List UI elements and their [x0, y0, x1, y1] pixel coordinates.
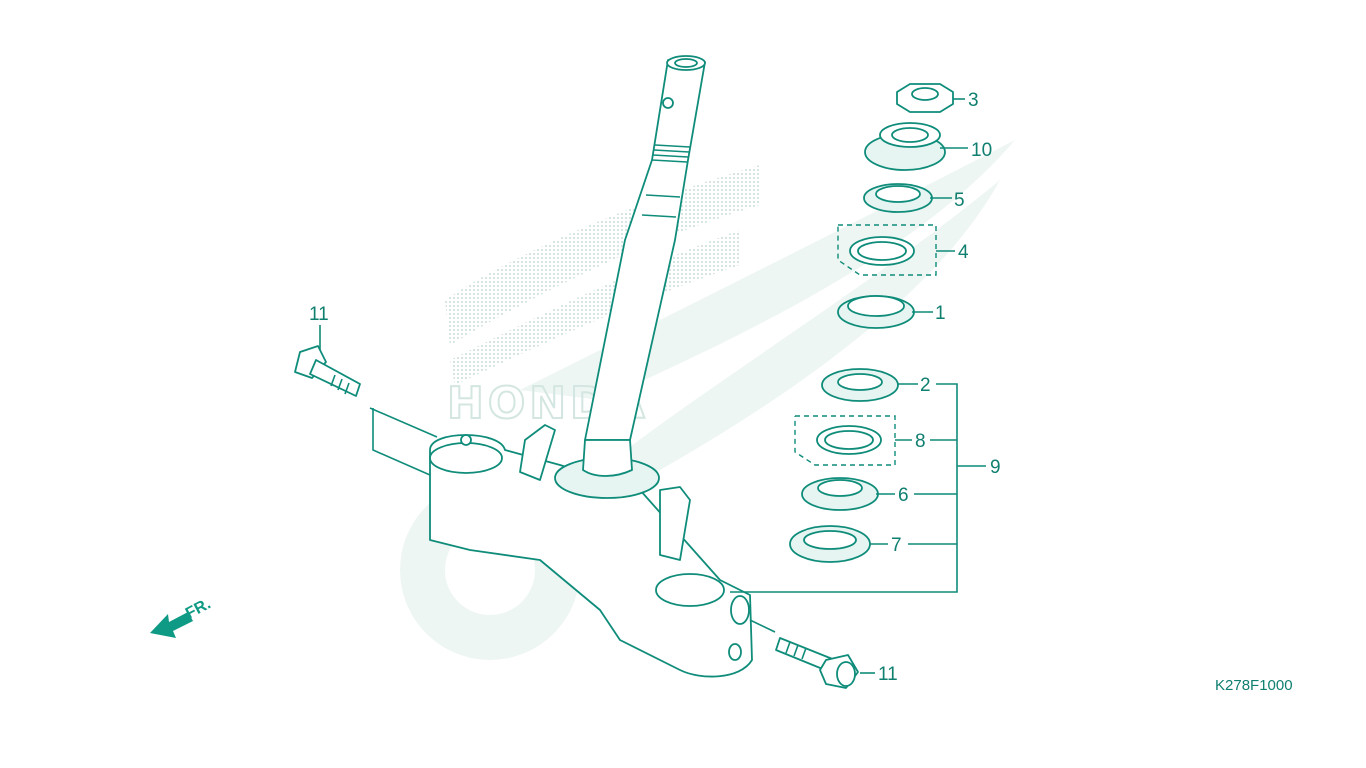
bottom-ball-race-2 — [821, 368, 899, 402]
callout-9: 9 — [990, 457, 1001, 478]
figure-code: K278F1000 — [1215, 677, 1293, 694]
callout-8: 8 — [915, 431, 926, 452]
bolt-11-left — [294, 345, 361, 397]
callout-11-right: 11 — [878, 664, 898, 685]
steering-stem-nut-3 — [896, 83, 954, 113]
steel-ball-bearing-8 — [794, 415, 896, 466]
bottom-cone-race-6 — [801, 477, 879, 511]
callout-4: 4 — [958, 242, 969, 263]
callout-labels: 3 10 5 4 1 2 8 9 6 7 11 11 — [309, 90, 1001, 685]
callout-10: 10 — [971, 140, 992, 161]
front-direction-arrow: FR. — [150, 595, 214, 638]
callout-3: 3 — [968, 90, 979, 111]
callout-11-left: 11 — [309, 304, 329, 325]
lower-triple-clamp — [429, 424, 753, 678]
arrow-icon — [150, 612, 193, 638]
steel-ball-bearing-4 — [837, 224, 937, 276]
top-ball-race-1 — [837, 295, 915, 329]
dust-seal-7 — [789, 525, 871, 563]
callout-6: 6 — [898, 485, 909, 506]
leader-lines — [319, 98, 986, 674]
bolt-11-right — [775, 637, 859, 689]
callout-7: 7 — [891, 535, 902, 556]
top-cone-race-5 — [863, 183, 933, 213]
adjusting-nut-10 — [864, 122, 946, 171]
callout-5: 5 — [954, 190, 965, 211]
callout-2: 2 — [920, 375, 931, 396]
callout-1: 1 — [935, 303, 946, 324]
